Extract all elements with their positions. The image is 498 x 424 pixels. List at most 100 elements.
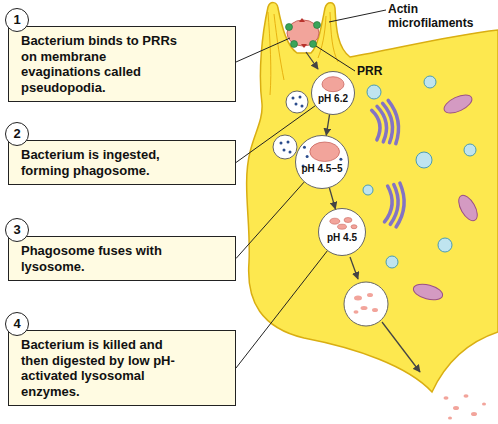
released-debris <box>444 394 487 419</box>
mitochondrion <box>455 192 481 223</box>
step-text: Phagosome fuses with lysosome. <box>21 243 183 274</box>
prr-receptor <box>291 41 298 48</box>
enzyme-dot <box>280 142 283 145</box>
prr-receptor <box>286 24 293 31</box>
small-vesicle <box>363 185 373 195</box>
vesicles <box>363 76 476 268</box>
ingested-bacterium <box>310 142 340 161</box>
ingestion-arrow <box>306 52 318 69</box>
exocytosis-arrow <box>382 322 420 372</box>
leader-line <box>316 46 355 71</box>
enzyme-dot <box>283 149 286 152</box>
enzyme-dot <box>287 141 290 144</box>
golgi-stack <box>370 99 401 146</box>
callout-number: 3 <box>5 218 29 242</box>
enzyme-dot <box>295 103 298 106</box>
golgi-cisterna <box>384 186 393 222</box>
ph-label: pH 4.5 <box>308 232 376 243</box>
ph-label: pH 4.5–5 <box>285 163 359 174</box>
prr-receptor <box>310 41 317 48</box>
mitochondrion <box>412 281 445 302</box>
leader-line <box>236 182 304 258</box>
vesicle-membrane <box>312 72 355 115</box>
bacterial-fragment <box>344 218 352 223</box>
step-box: 1Bacterium binds to PRRs on membrane eva… <box>8 26 236 102</box>
enzyme-dot <box>303 146 306 149</box>
phagosome-vesicle: pH 4.5 <box>318 208 366 256</box>
ingested-bacterium <box>322 77 344 92</box>
callout-number: 1 <box>5 8 29 32</box>
leader-line <box>236 251 327 368</box>
bacterial-fragment <box>351 225 357 229</box>
bacterial-fragment <box>338 224 347 229</box>
part-label: PRR <box>357 64 397 78</box>
process-arrow <box>326 115 329 136</box>
vesicle-membrane <box>296 136 349 189</box>
process-arrow <box>329 188 335 209</box>
connectors <box>236 106 335 368</box>
residual-vesicle <box>344 282 388 326</box>
pamp-marker <box>301 44 307 48</box>
bacterium <box>286 18 321 48</box>
golgi-stack <box>384 182 406 227</box>
leader-line <box>236 38 290 62</box>
enzyme-dot <box>299 96 302 99</box>
prr-receptor <box>314 22 321 29</box>
bacterial-fragment <box>367 293 373 297</box>
phagosome-vesicle: pH 4.5–5 <box>295 135 349 189</box>
vesicle-outline <box>311 71 355 115</box>
debris-fragment <box>464 394 469 398</box>
lysosome <box>286 91 308 113</box>
vesicle-outline <box>295 135 349 189</box>
actin-filament <box>330 12 338 62</box>
leader-line <box>236 106 315 163</box>
debris-fragment <box>482 403 486 406</box>
enzyme-dot <box>306 155 309 158</box>
small-vesicle <box>416 152 432 168</box>
digestion-arrow <box>350 257 358 279</box>
step-text: Bacterium binds to PRRs on membrane evag… <box>21 33 183 95</box>
callout-number: 2 <box>5 122 29 146</box>
part-label: Actin microfilaments <box>388 2 488 30</box>
small-vesicle <box>464 144 476 156</box>
enzyme-dot <box>292 97 295 100</box>
small-vesicle <box>386 256 398 268</box>
enzyme-dot <box>339 158 342 161</box>
enzyme-dot <box>289 151 292 154</box>
bacterial-fragment <box>330 218 340 224</box>
vesicle-membrane <box>319 209 366 256</box>
debris-fragment <box>471 412 477 416</box>
residual-body <box>344 282 388 326</box>
callout-number: 4 <box>5 312 29 336</box>
actin-filament <box>268 12 271 95</box>
lysosome <box>273 135 297 159</box>
mitochondrion <box>441 91 474 116</box>
vesicle-outline <box>318 208 366 256</box>
lysosome-membrane <box>286 91 308 113</box>
step-box: 4Bacterium is killed and then digested b… <box>8 330 236 406</box>
mitochondria <box>412 91 481 302</box>
ph-label: pH 6.2 <box>301 93 365 104</box>
leader-line <box>329 10 386 22</box>
macrophage-cell <box>247 3 498 392</box>
bacterial-fragment <box>372 308 378 312</box>
step-box: 2Bacterium is ingested, forming phagosom… <box>8 140 236 185</box>
enzyme-dot <box>301 105 304 108</box>
small-vesicle <box>367 85 381 99</box>
debris-fragment <box>444 396 449 400</box>
actin-filament <box>274 14 284 80</box>
step-text: Bacterium is killed and then digested by… <box>21 337 183 399</box>
pamp-marker <box>299 18 305 22</box>
debris-fragment <box>448 417 452 420</box>
step-text: Bacterium is ingested, forming phagosome… <box>21 147 183 178</box>
bacterial-fragment <box>354 296 362 301</box>
bacterial-fragment <box>361 306 368 310</box>
small-vesicle <box>424 76 436 88</box>
small-vesicle <box>438 238 452 252</box>
lysosome-membrane <box>273 135 297 159</box>
bacterial-fragment <box>354 310 359 314</box>
golgi-cisterna <box>372 109 383 139</box>
debris-fragment <box>453 406 459 410</box>
phagosome-vesicle: pH 6.2 <box>311 71 355 115</box>
